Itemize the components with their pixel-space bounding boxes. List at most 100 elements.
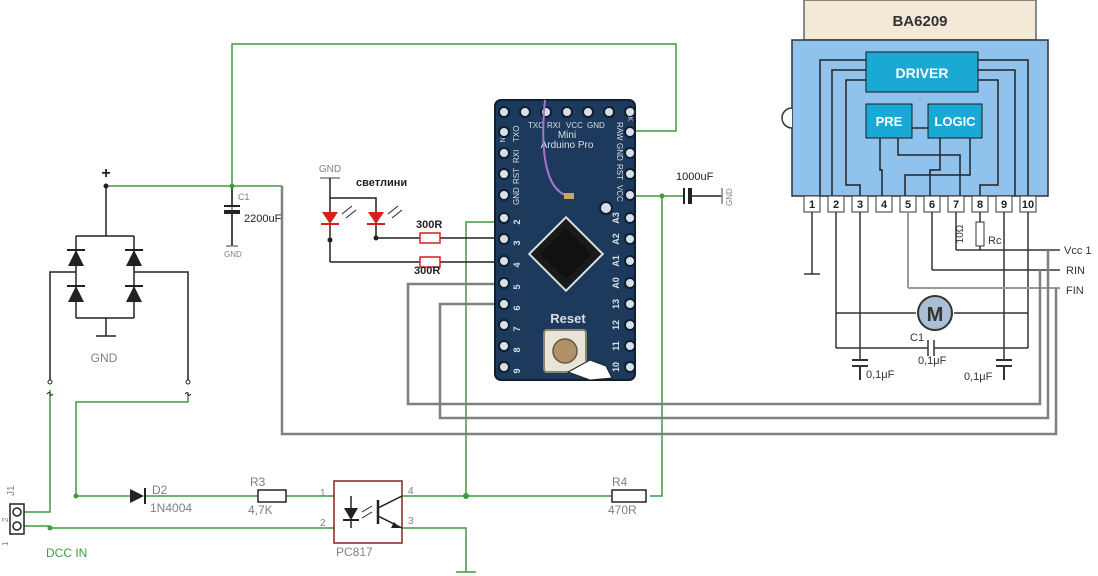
gray-wires [280, 186, 1058, 436]
left-num-3: 3 [512, 240, 522, 245]
cap-1000-label: 1000uF [676, 171, 714, 183]
rin-label: RIN [1066, 265, 1085, 277]
resistor-300r-a [419, 232, 441, 244]
pc817-label: PC817 [336, 545, 373, 559]
right-num-a1: A1 [611, 255, 621, 267]
reset-button-cap [552, 338, 578, 364]
reset-label: Reset [550, 311, 586, 326]
ic-pin-8: 8 [977, 199, 983, 211]
left-num-2: 2 [512, 219, 522, 224]
resistor-300r-b [419, 256, 441, 268]
right-label-raw: RAW [615, 122, 624, 141]
ic-pin-9: 9 [1001, 199, 1007, 211]
d2-value: 1N4004 [150, 501, 192, 515]
diode-d2: D2 1N4004 [130, 483, 192, 515]
cap1-label: 0,1μF [866, 369, 895, 381]
arduino-pro-mini: GRN BLK TXO RXI VCC GND Mini Arduino Pro… [494, 99, 636, 381]
left-label-txo: TXO [512, 126, 521, 142]
ic-pin-1: 1 [809, 199, 815, 211]
top-label-vcc: VCC [566, 121, 583, 130]
left-label-rxi: RXI [512, 150, 521, 163]
c1-ic-label: C1 [910, 332, 924, 344]
right-num-13: 13 [611, 299, 621, 309]
left-label-rst: RST [512, 168, 521, 184]
ic-pin-7: 7 [953, 199, 959, 211]
dcc-in-label: DCC IN [46, 546, 87, 560]
ic-pin-3: 3 [857, 199, 863, 211]
ic-pin-10: 10 [1022, 199, 1034, 211]
opto-pin-1: 1 [320, 488, 326, 499]
rc-label: Rc [988, 235, 1002, 247]
ic-top-chip [803, 0, 1037, 41]
pre-block [865, 103, 913, 139]
fin-label: FIN [1066, 285, 1084, 297]
driver-block [865, 51, 979, 93]
left-num-5: 5 [512, 284, 522, 289]
resistor-r3: R3 4,7K [248, 475, 287, 517]
pre-label: PRE [876, 114, 903, 129]
gnd-c1-label: GND [224, 250, 242, 259]
j1-label: J1 [6, 485, 17, 496]
ic-pin-2: 2 [833, 199, 839, 211]
left-num-7: 7 [512, 326, 522, 331]
mcu-chip [527, 215, 605, 293]
r3-value: 4,7K [248, 503, 273, 517]
gnd-bridge-label: GND [91, 351, 118, 365]
r-300a-label: 300R [416, 219, 442, 231]
motor-label: M [927, 304, 944, 326]
right-label-gnd: GND [615, 143, 624, 161]
r4-label: R4 [612, 475, 628, 489]
right-num-a2: A2 [611, 233, 621, 245]
ic-pin-4: 4 [881, 199, 888, 211]
resistor-r4: R4 470R [463, 475, 647, 517]
top-label-txo: TXO [528, 121, 544, 130]
res-10-ohm: 10Ω [955, 224, 966, 243]
cap3-label: 0,1μF [964, 371, 993, 383]
left-num-8: 8 [512, 347, 522, 352]
lights-label: светлини [356, 177, 407, 189]
ic-name: BA6209 [892, 13, 947, 30]
left-num-6: 6 [512, 305, 522, 310]
c1-value: 2200uF [244, 213, 282, 225]
j1-pin-2: 2 [1, 517, 10, 522]
right-num-a0: A0 [611, 277, 621, 289]
top-label-rxi: RXI [547, 121, 560, 130]
r4-value: 470R [608, 503, 637, 517]
r-300b-label: 300R [414, 265, 440, 277]
right-label-rst: RST [615, 164, 624, 180]
gnd-led-label: GND [319, 164, 341, 175]
ic-pins [803, 195, 1037, 213]
gnd-cap-label: GND [725, 188, 734, 206]
top-label-gnd: GND [587, 121, 605, 130]
capacitor-c1: C1 2200uF GND [224, 183, 282, 259]
right-num-11: 11 [611, 341, 621, 351]
arduino-title-2: Arduino Pro [541, 140, 594, 151]
dcc-input-connector: J1 1 2 DCC IN [1, 485, 87, 560]
left-label-gnd: GND [512, 187, 521, 205]
ic-pin-5: 5 [905, 199, 911, 211]
motor-symbol [917, 295, 953, 331]
logic-block [927, 103, 983, 139]
cap2-label: 0,1μF [918, 355, 947, 367]
right-num-10: 10 [611, 362, 621, 372]
ic-pin-6: 6 [929, 199, 935, 211]
opto-pin-3: 3 [408, 516, 414, 527]
left-num-9: 9 [512, 368, 522, 373]
right-num-a3: A3 [611, 212, 621, 224]
j1-pin-1: 1 [1, 541, 10, 546]
led-2 [368, 212, 384, 224]
led-section: GND светлини 300R 300R [319, 164, 510, 277]
top-right-label: BLK [626, 108, 633, 122]
bridge-rectifier: + GND [46, 165, 192, 396]
opto-pin-4: 4 [408, 486, 414, 497]
logic-label: LOGIC [934, 114, 976, 129]
ic-notch [781, 107, 793, 129]
rc-resistor [975, 221, 985, 247]
vcc-label: Vcc 1 [1064, 245, 1092, 257]
capacitor-1000uf: 1000uF GND [659, 171, 734, 206]
c1-label: C1 [238, 192, 250, 202]
right-num-12: 12 [611, 320, 621, 330]
driver-label: DRIVER [896, 65, 949, 81]
opto-pin-2: 2 [320, 518, 326, 529]
